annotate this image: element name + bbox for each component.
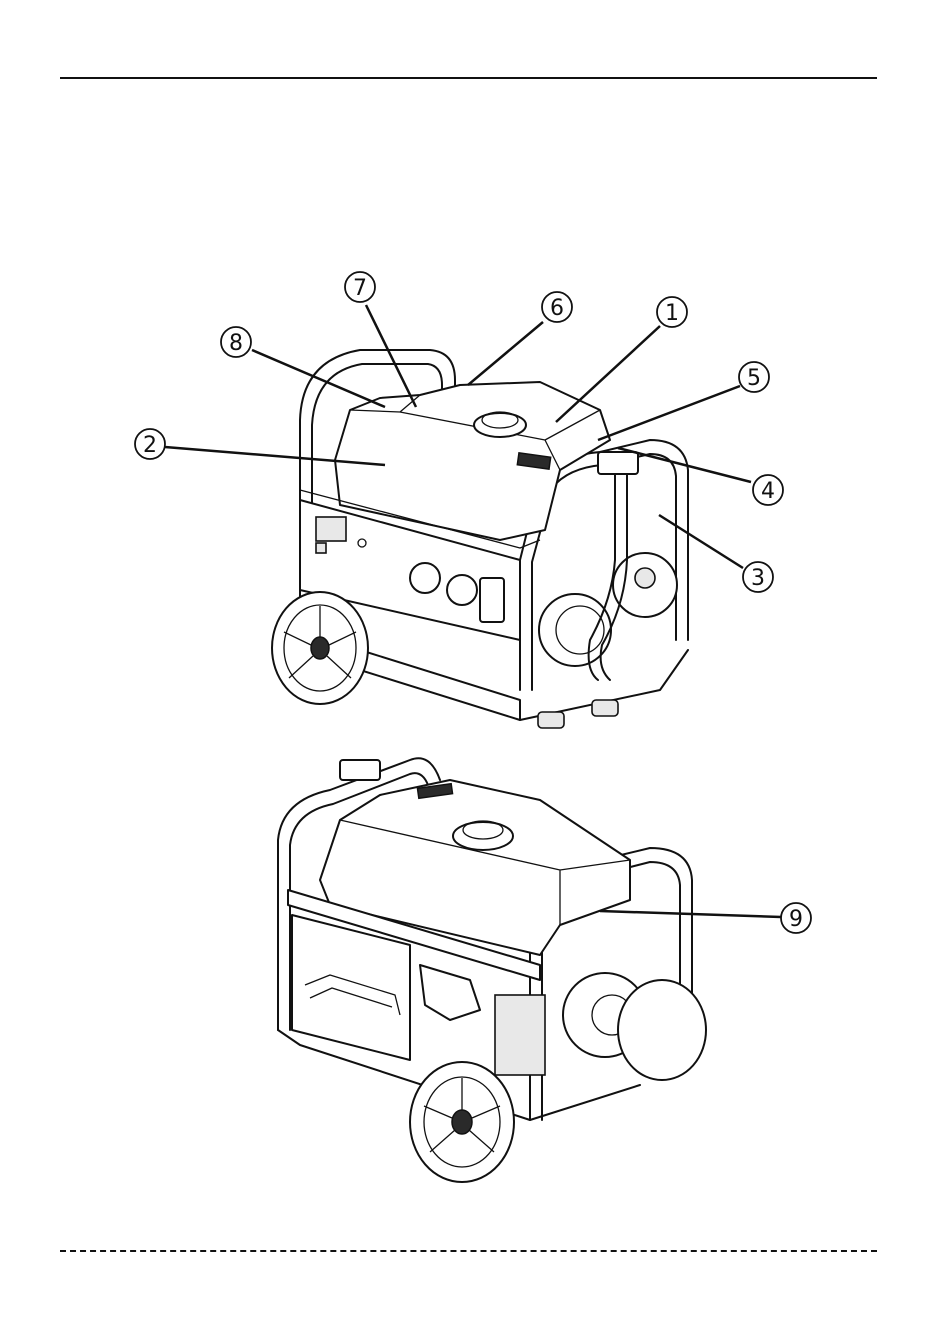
recoil-starter-hub: [635, 568, 655, 588]
leader-8: [252, 350, 385, 407]
svg-text:6: 6: [550, 296, 564, 321]
generator-rear-view: [278, 758, 706, 1182]
rear-fuel-cap: [453, 822, 513, 850]
base-rail-lower: [360, 655, 520, 720]
callout-3: 3: [743, 562, 773, 592]
leader-7: [366, 305, 416, 407]
leader-3: [659, 515, 743, 568]
svg-text:7: 7: [353, 276, 367, 301]
svg-text:9: 9: [789, 907, 803, 932]
callout-7: 7: [345, 272, 375, 302]
engine-block: [495, 995, 545, 1075]
rubber-foot-2: [592, 700, 618, 716]
wheel-hub: [311, 637, 329, 659]
rear-fuel-valve: [340, 760, 380, 780]
svg-text:1: 1: [665, 301, 679, 326]
rear-wheel-right: [618, 980, 706, 1080]
callout-9: 9: [781, 903, 811, 933]
fuel-tank: [335, 382, 610, 540]
svg-text:8: 8: [229, 331, 243, 356]
svg-text:4: 4: [761, 479, 775, 504]
svg-text:5: 5: [747, 366, 761, 391]
leader-5: [598, 386, 740, 440]
svg-text:2: 2: [143, 433, 157, 458]
air-filter: [420, 965, 480, 1020]
panel-switch: [316, 543, 326, 553]
leader-1: [556, 326, 660, 422]
callout-5: 5: [739, 362, 769, 392]
callout-8: 8: [221, 327, 251, 357]
fuel-valve: [598, 452, 638, 474]
duplex-outlet: [480, 578, 504, 622]
fuel-cap: [474, 413, 526, 437]
callout-1: 1: [657, 297, 687, 327]
twist-lock-outlet-2: [447, 575, 477, 605]
svg-text:3: 3: [751, 566, 765, 591]
leader-9: [600, 911, 781, 917]
hour-meter-display: [316, 517, 346, 541]
callout-6: 6: [542, 292, 572, 322]
callout-4: 4: [753, 475, 783, 505]
callout-2: 2: [135, 429, 165, 459]
leader-6: [468, 322, 543, 385]
twist-lock-outlet-1: [410, 563, 440, 593]
generator-front-view: [272, 350, 688, 728]
rubber-foot-1: [538, 712, 564, 728]
